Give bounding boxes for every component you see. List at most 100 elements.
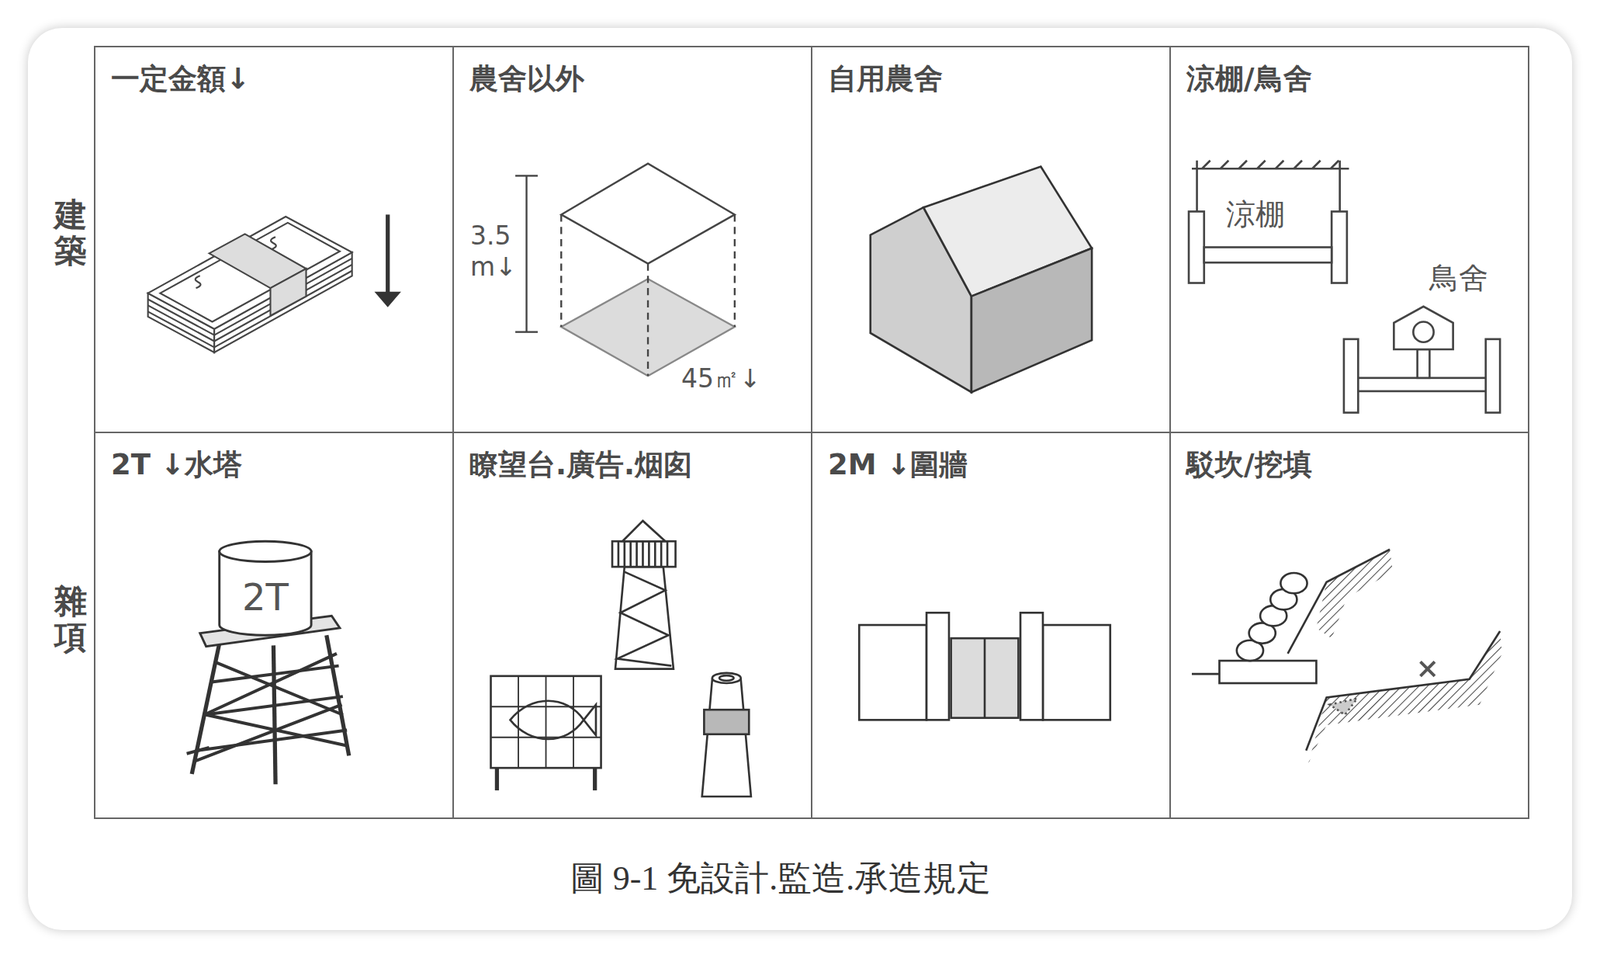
retaining-wall-part	[1316, 549, 1393, 638]
chimney	[702, 672, 752, 797]
down-arrow-part	[375, 291, 401, 306]
billboard-part	[495, 767, 499, 790]
figure-caption: 圖 9-1 免設計.監造.承造規定	[570, 855, 992, 901]
bird-house-label: 鳥舍	[1429, 260, 1489, 297]
pavilion	[1188, 160, 1349, 284]
tank-capacity: 2T	[242, 574, 289, 620]
wall-cell: 2M ↓圍牆	[810, 431, 1171, 819]
cube	[515, 163, 735, 377]
pavilion-part	[1204, 246, 1332, 263]
water-tower-part	[219, 540, 312, 562]
billboard-part	[491, 675, 602, 768]
pavilion-label: 涼棚	[1225, 197, 1285, 233]
retaining-wall-part	[1191, 672, 1220, 676]
down-arrow	[375, 214, 401, 306]
retaining-wall-part	[1280, 572, 1307, 593]
money-stack-part	[270, 236, 277, 250]
cut-fill-slope-part	[1308, 630, 1503, 764]
water-tower-cell: 2T ↓水塔	[93, 431, 454, 819]
area-dimension: 45㎡↓	[681, 363, 762, 395]
cell-heading: 2M ↓圍牆	[827, 445, 968, 485]
water-tower-part	[214, 661, 343, 714]
money-stack-part	[270, 268, 306, 316]
chimney-part	[702, 678, 752, 797]
chimney-part	[703, 709, 749, 735]
cell-heading: 農舍以外	[469, 59, 585, 99]
billboard	[491, 675, 602, 790]
water-tower-part	[187, 747, 210, 754]
pavilion-part	[1331, 211, 1348, 283]
cut-fill-slope	[1305, 630, 1502, 764]
money-stack	[148, 216, 353, 353]
wall-part	[951, 637, 1019, 718]
pavilion-part	[1195, 160, 1199, 212]
chimney-part	[712, 672, 742, 683]
water-tower-part	[204, 653, 337, 715]
bird-house-part	[1393, 306, 1453, 350]
farmhouse-cell: 自用農舍	[810, 45, 1171, 433]
row-heading: 建築	[54, 197, 87, 269]
billboard-part	[510, 700, 596, 739]
chimney-part	[719, 675, 734, 681]
bird-house-part	[1417, 349, 1431, 378]
retaining-wall	[1191, 549, 1393, 683]
cell-heading: 涼棚/鳥舍	[1186, 59, 1313, 99]
money-stack-part	[159, 222, 340, 323]
cube-part	[734, 214, 736, 327]
bird-house-part	[1357, 377, 1486, 392]
watchtower-part	[618, 540, 668, 567]
cell-heading: 一定金額↓	[110, 59, 250, 99]
wall-part	[1042, 624, 1111, 720]
height-dimension: 3.5 m↓	[470, 220, 520, 282]
bird-house-part	[1485, 339, 1500, 413]
cube-part	[561, 163, 735, 264]
water-tower-part	[195, 704, 342, 761]
wall-part	[1020, 612, 1043, 720]
cell-heading: 駁坎/挖填	[1186, 445, 1313, 485]
wall	[858, 612, 1111, 720]
water-tower-part	[219, 550, 312, 635]
watchtower	[612, 520, 676, 669]
cell-heading: 瞭望台.廣告.烟囱	[469, 445, 693, 485]
retaining-wall-part	[1219, 660, 1317, 683]
cube-part	[515, 174, 538, 177]
water-tower-part	[273, 644, 276, 784]
billboard-part	[491, 675, 602, 768]
pavilion-part	[1201, 160, 1339, 170]
money-stack-part	[195, 275, 201, 288]
money-stack-part	[148, 216, 353, 330]
tower-sign-chimney-cell: 瞭望台.廣告.烟囱	[452, 431, 813, 819]
wall-part	[983, 637, 987, 718]
cut-fill-slope-part	[1305, 630, 1500, 751]
cube-part	[525, 175, 527, 332]
bird-house-part	[1343, 339, 1358, 413]
bird-house-part	[1412, 321, 1434, 342]
watchtower-part	[615, 566, 674, 669]
cell-heading: 2T ↓水塔	[110, 445, 243, 485]
watchtower-part	[617, 571, 672, 666]
billboard-part	[592, 767, 597, 790]
row-heading: 雜項	[54, 583, 87, 655]
cube-part	[560, 214, 562, 327]
retaining-wall-part	[1288, 549, 1391, 654]
pavilion-cell: 涼棚/鳥舍	[1169, 45, 1530, 433]
water-tower-part	[326, 634, 350, 755]
down-arrow-part	[385, 214, 390, 298]
farmhouse-part	[971, 248, 1092, 392]
bird-house	[1343, 306, 1500, 413]
cell-heading: 自用農舍	[827, 59, 943, 99]
wall-part	[858, 624, 927, 720]
cube-part	[647, 263, 649, 377]
cube-part	[515, 330, 538, 333]
pavilion-part	[1191, 167, 1350, 170]
water-tower	[187, 540, 350, 784]
cut-fill-slope-part	[1420, 661, 1435, 676]
watchtower-part	[622, 520, 665, 541]
pavilion-part	[1188, 211, 1205, 283]
slope-cell: 駁坎/挖填	[1169, 431, 1530, 819]
cut-fill-slope-part	[1329, 698, 1358, 715]
farmhouse	[870, 166, 1092, 393]
watchtower-part	[612, 540, 676, 567]
wall-part	[926, 612, 949, 720]
money-cell: 一定金額↓	[93, 45, 454, 433]
